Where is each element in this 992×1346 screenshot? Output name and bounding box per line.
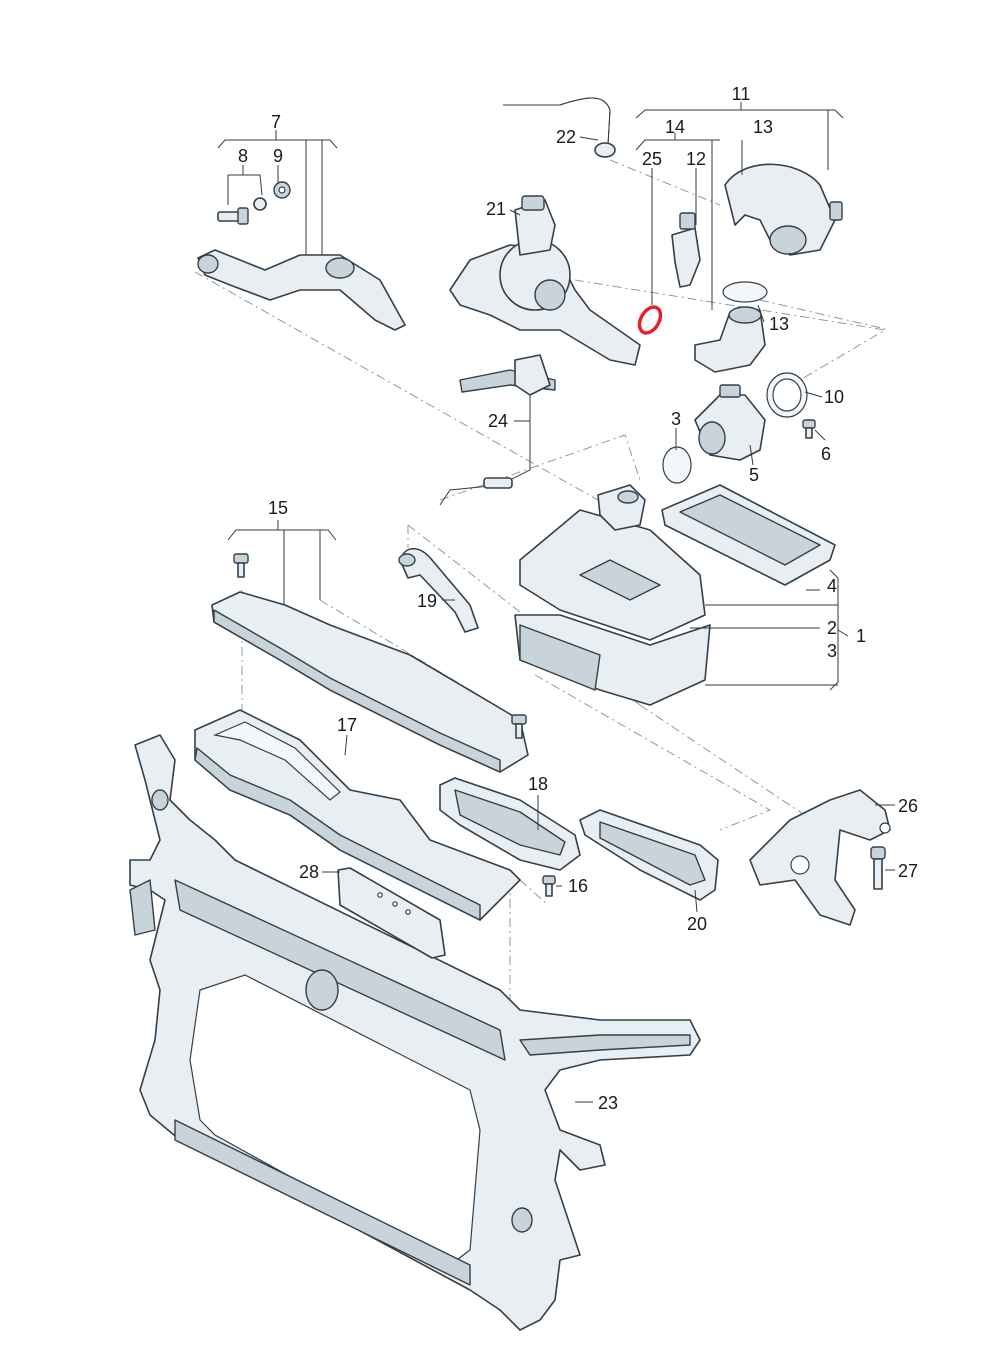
part-3-seal-ring <box>662 446 692 484</box>
callout-23: 23 <box>598 1093 618 1113</box>
part-10-hose-clamp <box>766 372 808 418</box>
part-3-filter-housing-lower <box>514 614 711 706</box>
callout-2: 2 <box>827 618 837 638</box>
part-12-pressure-sensor <box>671 212 701 288</box>
callout-10: 10 <box>824 387 844 407</box>
callout-26: 26 <box>898 796 918 816</box>
callout-16: 16 <box>568 876 588 896</box>
callout-20: 20 <box>687 914 707 934</box>
callout-15: 15 <box>268 498 288 518</box>
part-23-front-carrier <box>129 734 701 1331</box>
part-18-air-guide <box>439 777 581 871</box>
part-25-seal-ring <box>637 305 663 335</box>
callout-3-top: 3 <box>671 409 681 429</box>
callout-13-clamp: 13 <box>769 314 789 334</box>
callout-7: 7 <box>271 112 281 132</box>
part-21-turbocharger <box>449 195 641 366</box>
callout-5: 5 <box>749 465 759 485</box>
part-4-filter-element <box>661 484 836 586</box>
part-24-hose-bracket <box>439 354 556 506</box>
callout-4: 4 <box>827 576 837 596</box>
callout-14: 14 <box>665 117 685 137</box>
leader-lines <box>217 102 895 1103</box>
part-26-bracket <box>749 789 891 926</box>
callout-19: 19 <box>417 591 437 611</box>
callout-13-top: 13 <box>753 117 773 137</box>
part-5-air-mass-meter <box>694 384 766 461</box>
callout-8: 8 <box>238 146 248 166</box>
callout-21: 21 <box>486 199 506 219</box>
part-8-bolt <box>217 197 267 225</box>
part-2-filter-housing-upper <box>519 484 706 641</box>
callout-11: 11 <box>732 84 751 104</box>
part-16-screw <box>542 875 556 897</box>
callout-25: 25 <box>642 149 662 169</box>
part-15-screw-left <box>233 553 249 578</box>
part-15-screw-right <box>511 714 527 739</box>
part-28-seal-strip <box>337 867 446 959</box>
part-9-nut <box>273 181 291 199</box>
part-6-screw <box>802 419 816 439</box>
callout-labels: 7 8 9 11 14 13 25 12 22 21 13 10 24 3 6 … <box>238 84 918 1113</box>
callout-22: 22 <box>556 127 576 147</box>
callout-27: 27 <box>898 861 918 881</box>
callout-3-housing: 3 <box>827 641 837 661</box>
callout-18: 18 <box>528 774 548 794</box>
part-14-elbow-pipe <box>694 306 766 373</box>
part-19-hose <box>398 547 479 633</box>
callout-6: 6 <box>821 444 831 464</box>
part-7-charge-pipe <box>197 249 406 331</box>
part-11-intake-hose <box>724 163 843 256</box>
part-15-cover-panel <box>211 591 529 773</box>
callout-12: 12 <box>686 149 706 169</box>
part-27-bolt <box>870 846 886 890</box>
part-17-air-duct <box>194 709 521 921</box>
callout-24: 24 <box>488 411 508 431</box>
callout-17: 17 <box>337 715 357 735</box>
part-13-hose-clamp-upper <box>722 281 768 303</box>
callout-1: 1 <box>856 626 866 646</box>
part-22-breather-hose <box>503 97 616 158</box>
callout-28: 28 <box>299 862 319 882</box>
part-20-intake-snorkel <box>579 809 719 901</box>
callout-9: 9 <box>273 146 283 166</box>
